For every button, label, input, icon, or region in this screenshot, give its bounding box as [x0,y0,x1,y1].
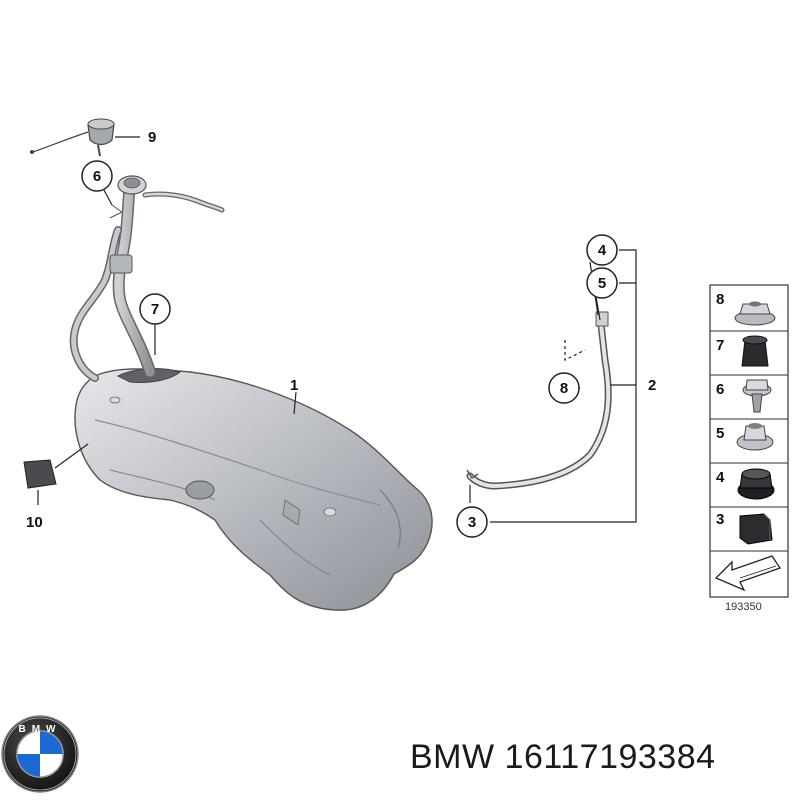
callout-8-circle [548,372,580,404]
legend-num-8: 8 [716,291,724,308]
filler-pipe [69,175,225,382]
hex-bolt-icon [742,379,772,413]
hardware-legend: 8 7 6 5 4 [709,284,789,613]
collar-nut-icon [736,423,774,451]
callout-5: 5 [598,275,606,292]
callout-6: 6 [93,168,101,185]
callout-3-circle [456,506,488,538]
legend-num-7: 7 [716,337,724,354]
legend-num-5: 5 [716,425,724,442]
brand-name: BMW [410,738,495,776]
part-caption: BMW 16117193384 [410,738,716,777]
rubber-plug-icon [741,335,769,367]
part-number: 16117193384 [504,738,716,776]
callout-7-circle [139,293,171,325]
callout-3: 3 [468,514,476,531]
tension-strap [466,311,612,490]
installation-arrow-icon [714,555,782,592]
svg-text:BMW: BMW [19,724,62,735]
callouts: 6 7 4 5 8 3 9 1 2 10 [26,129,656,538]
insulation-pad [23,459,57,489]
fuel-tank [74,368,433,611]
diagram-number: 193350 [725,601,762,613]
callout-4-circle [586,234,618,266]
rubber-grommet-icon [737,468,775,500]
filler-cap [30,118,115,157]
callout-4: 4 [598,242,607,259]
flange-nut-icon [734,301,776,326]
legend-num-6: 6 [716,381,724,398]
legend-num-4: 4 [716,469,725,486]
callout-10: 10 [26,514,43,531]
bmw-logo: BMW [1,715,79,793]
callout-1: 1 [290,377,298,394]
callout-9: 9 [148,129,156,146]
legend-num-3: 3 [716,511,724,528]
callout-6-circle [81,160,113,192]
callout-8: 8 [560,380,568,397]
clip-icon [739,513,773,545]
callout-5-circle [586,267,618,299]
callout-2: 2 [648,377,656,394]
callout-7: 7 [151,301,159,318]
